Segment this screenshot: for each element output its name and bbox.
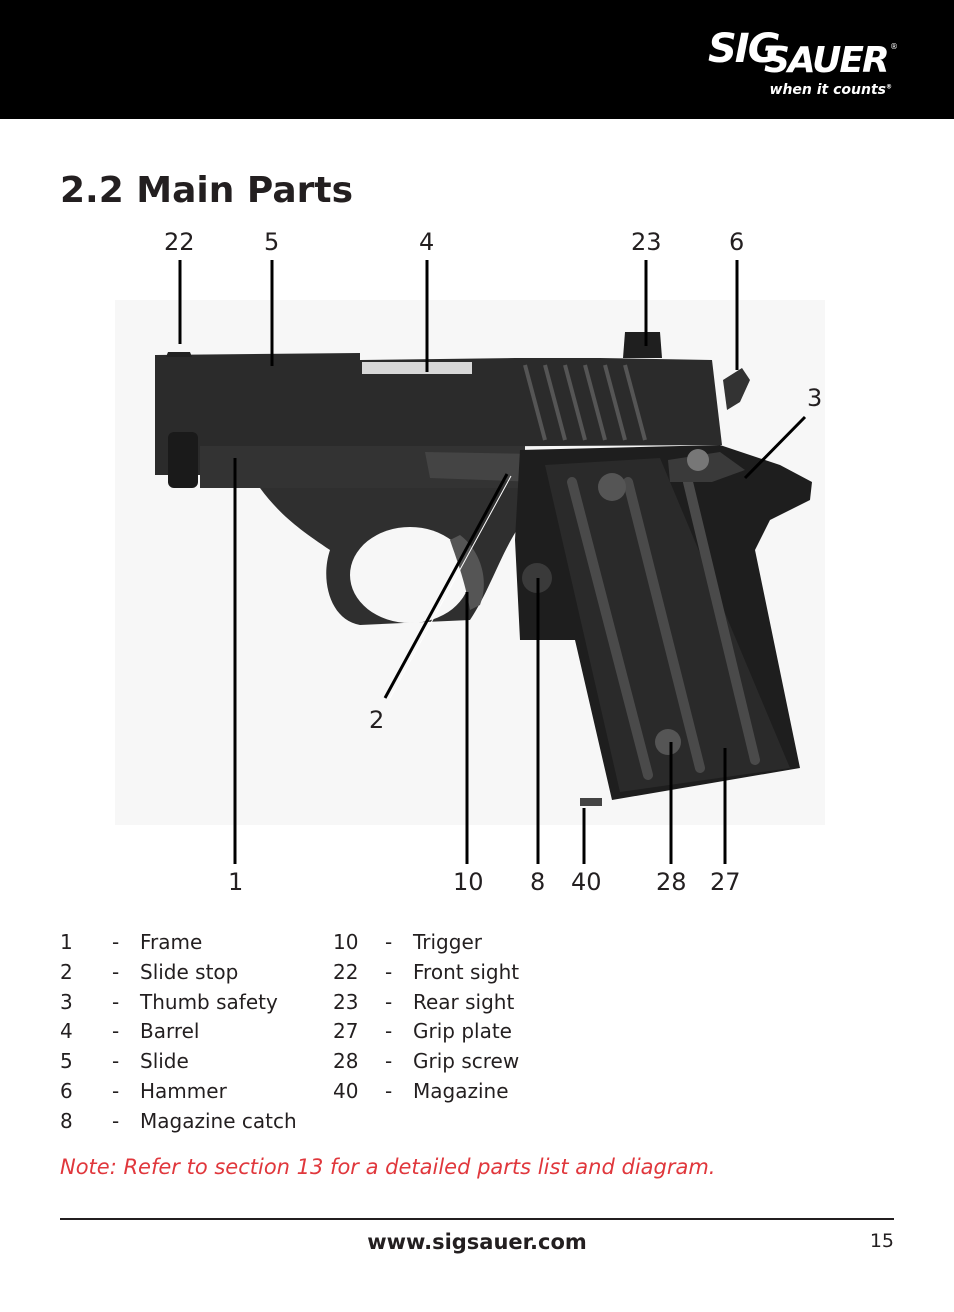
legend-row: 3 -Thumb safety (60, 988, 297, 1018)
legend-number: 22 (333, 959, 359, 984)
logo-tagline: when it counts® (770, 82, 892, 98)
legend-number: 8 (60, 1108, 73, 1133)
legend-label: Thumb safety (140, 989, 278, 1014)
legend-dash: - (385, 1078, 393, 1103)
legend-dash: - (112, 930, 120, 954)
legend-label: Magazine (413, 1078, 509, 1103)
legend-row: 5 -Slide (60, 1047, 297, 1077)
logo-sig-text: SIG (708, 26, 781, 72)
legend-label: Grip screw (413, 1049, 520, 1074)
legend-label: Rear sight (413, 989, 515, 1014)
callout-22: 22 (164, 228, 195, 256)
pistol-diagram: 22 5 4 23 6 3 2 1 10 8 40 28 27 (0, 220, 954, 900)
legend-number: 28 (333, 1049, 359, 1074)
legend-label: Grip plate (413, 1019, 512, 1044)
legend-row: 40 -Magazine (333, 1077, 519, 1107)
logo-registered-mark: ® (890, 42, 898, 51)
legend-row: 6 -Hammer (60, 1077, 297, 1107)
legend-dash: - (112, 1049, 120, 1074)
legend-dash: - (385, 1049, 393, 1074)
legend-number: 27 (333, 1019, 359, 1044)
callout-8: 8 (530, 868, 546, 896)
parts-legend-left: 1-Frame 2-Slide stop 3-Thumb safety 4-Ba… (60, 928, 297, 1137)
pistol-illustration (115, 260, 825, 864)
legend-number: 40 (333, 1078, 359, 1103)
legend-dash: - (385, 989, 393, 1014)
legend-number: 10 (333, 930, 359, 954)
legend-number: 23 (333, 989, 359, 1014)
callout-5: 5 (264, 228, 280, 256)
callout-6: 6 (729, 228, 745, 256)
page-title: 2.2 Main Parts (60, 170, 354, 211)
parts-legend-right: 10-Trigger 22-Front sight 23-Rear sight … (333, 928, 519, 1107)
callout-23: 23 (631, 228, 662, 256)
legend-dash: - (112, 959, 120, 984)
callout-28: 28 (656, 868, 687, 896)
callout-40: 40 (571, 868, 602, 896)
legend-label: Slide (140, 1049, 189, 1074)
callout-2: 2 (369, 706, 385, 734)
sig-sauer-logo: SIG SAUER ® when it counts® (708, 26, 898, 102)
legend-number: 4 (60, 1019, 73, 1044)
section-note: Note: Refer to section 13 for a detailed… (60, 1155, 716, 1179)
legend-dash: - (385, 1019, 393, 1044)
tagline-registered-mark: ® (886, 83, 892, 91)
legend-label: Hammer (140, 1078, 227, 1103)
footer-divider (60, 1218, 894, 1220)
logo-sauer-text: SAUER (764, 40, 890, 81)
legend-number: 3 (60, 989, 73, 1014)
header-bar: SIG SAUER ® when it counts® (0, 0, 954, 119)
legend-row: 8 -Magazine catch (60, 1107, 297, 1137)
legend-dash: - (385, 930, 393, 954)
legend-label: Magazine catch (140, 1108, 297, 1133)
callout-27: 27 (710, 868, 741, 896)
legend-row: 23 -Rear sight (333, 988, 519, 1018)
legend-row: 27 -Grip plate (333, 1017, 519, 1047)
legend-number: 2 (60, 959, 73, 984)
legend-row: 10 -Trigger (333, 928, 519, 958)
legend-dash: - (112, 989, 120, 1014)
callout-3: 3 (807, 384, 823, 412)
website-url: www.sigsauer.com (367, 1230, 587, 1254)
legend-dash: - (112, 1078, 120, 1103)
legend-number: 1 (60, 930, 73, 954)
legend-label: Slide stop (140, 959, 239, 984)
legend-row: 4 -Barrel (60, 1017, 297, 1047)
legend-label: Frame (140, 930, 203, 954)
legend-label: Barrel (140, 1019, 200, 1044)
callout-4: 4 (419, 228, 435, 256)
legend-dash: - (112, 1108, 120, 1133)
callout-10: 10 (453, 868, 484, 896)
legend-row: 2 -Slide stop (60, 958, 297, 988)
legend-number: 6 (60, 1078, 73, 1103)
legend-dash: - (385, 959, 393, 984)
legend-number: 5 (60, 1049, 73, 1074)
legend-row: 1 -Frame (60, 928, 297, 958)
legend-label: Front sight (413, 959, 520, 984)
legend-dash: - (112, 1019, 120, 1044)
page-number: 15 (869, 1230, 894, 1252)
legend-row: 22 -Front sight (333, 958, 519, 988)
legend-label: Trigger (413, 930, 482, 954)
tagline-text: when it counts (769, 82, 886, 98)
callout-1: 1 (228, 868, 244, 896)
legend-row: 28 -Grip screw (333, 1047, 519, 1077)
